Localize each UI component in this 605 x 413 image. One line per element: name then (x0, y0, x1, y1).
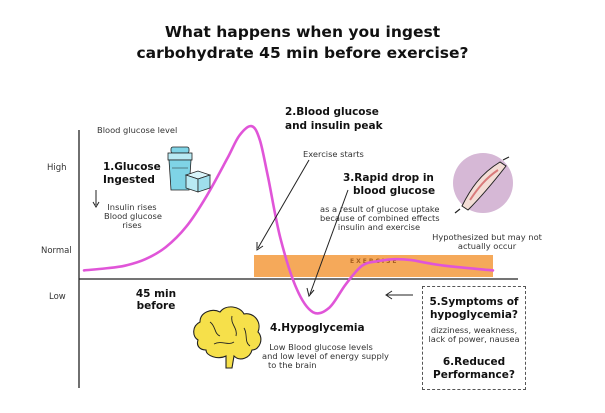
symptoms-arrowhead (385, 290, 393, 300)
step6-label-line2: Performance? (433, 369, 515, 381)
title-line-2: carbohydrate 45 min before exercise? (136, 44, 469, 62)
exercise-band (254, 255, 493, 277)
hypothesized-note-2: actually occur (457, 241, 517, 251)
step3-note-3: insulin and exercise (337, 222, 421, 232)
step1-label-line1: 1.Glucose (103, 161, 161, 173)
step6-label-line1: 6.Reduced (442, 356, 506, 368)
step5-label-line2: hypoglycemia? (429, 309, 519, 321)
exercise-starts-arrowhead (256, 242, 264, 251)
y-tick-normal: Normal (41, 246, 72, 256)
step5-note-2: lack of power, nausea (428, 334, 520, 344)
step1-note-2: Blood glucose (104, 211, 162, 221)
step4-label: 4.Hypoglycemia (270, 322, 365, 334)
rapid-drop-arrowhead (306, 287, 315, 298)
step5-label-line1: 5.Symptoms of (429, 296, 519, 308)
step3-label-line1: 3.Rapid drop in (343, 172, 434, 184)
step2-label-line2: and insulin peak (285, 120, 383, 132)
step1-label-line2: Ingested (103, 174, 155, 186)
step1-note-3: rises (122, 220, 142, 230)
step3-note-1: as a result of glucose uptake (320, 204, 440, 214)
exercise-starts-label: Exercise starts (303, 149, 364, 159)
rapid-drop-arrow (309, 189, 349, 295)
y-axis-title: Blood glucose level (97, 125, 178, 135)
exercise-starts-arrow (257, 159, 310, 249)
step4-note-1: Low Blood glucose levels (269, 342, 373, 352)
step4-note-3: to the brain (268, 360, 317, 370)
step5-note-1: dizziness, weakness, (430, 325, 518, 335)
muscle-icon (453, 153, 513, 214)
shaker-bottle-icon (167, 146, 193, 191)
step3-label-line2: blood glucose (353, 185, 436, 197)
y-tick-high: High (47, 163, 67, 173)
step2-label-line1: 2.Blood glucose (285, 106, 379, 118)
step1-note-1: Insulin rises (107, 202, 157, 212)
hypothesized-note-1: Hypothesized but may not (432, 232, 542, 242)
glucose-curve (82, 124, 495, 315)
step3-note-2: because of combined effects (320, 213, 440, 223)
time-label-line2: before (136, 300, 176, 312)
step4-note-2: and low level of energy supply (262, 351, 389, 361)
y-tick-low: Low (49, 292, 66, 302)
title-line-1: What happens when you ingest (164, 23, 441, 41)
step1-arrowhead (92, 201, 100, 208)
time-label-line1: 45 min (135, 288, 177, 300)
sugar-cube-icon (184, 170, 212, 193)
symptoms-box (422, 286, 526, 390)
brain-icon (193, 306, 262, 369)
